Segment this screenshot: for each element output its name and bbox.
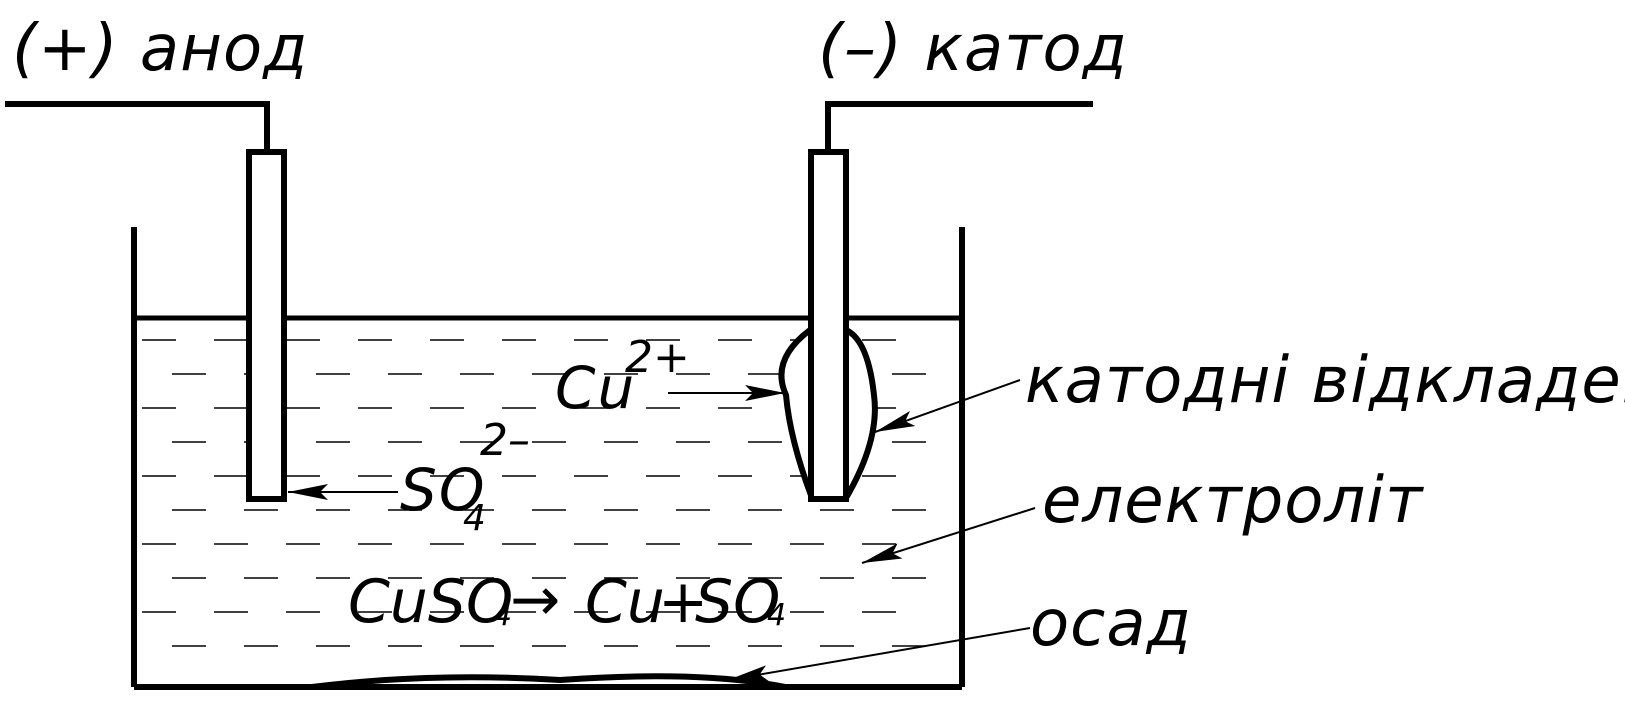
equation-rhs-subscript: 4: [767, 598, 786, 633]
equation-lhs: CuSO: [348, 567, 513, 637]
equation-plus: +: [658, 567, 708, 637]
electrolyte-label: електроліт: [1042, 464, 1424, 538]
so4-ion-subscript: 4: [463, 498, 486, 539]
sediment-leader: [727, 627, 1031, 682]
cathode-wire: [825, 101, 1093, 150]
cu-ion-symbol: Cu: [555, 354, 636, 422]
sediment-shape: [311, 673, 786, 690]
anode-label: (+) анод: [12, 12, 308, 86]
cu-ion-charge: 2+: [625, 332, 690, 383]
equation-rhs-so: SO: [695, 567, 780, 637]
equation-arrow: →: [510, 565, 560, 635]
equation-lhs-subscript: 4: [493, 598, 512, 633]
cathode-electrode: [808, 149, 849, 502]
equation-rhs-cu: Cu: [585, 567, 665, 637]
cathode-deposits-label: катодні відкладення: [1025, 344, 1625, 418]
cathode-deposits-leader: [874, 379, 1021, 433]
anode-electrode: [246, 149, 287, 502]
so4-ion-symbol: SO: [400, 456, 486, 524]
electrolysis-tank: [131, 227, 965, 690]
cathode-label: (–) катод: [818, 12, 1128, 86]
cu-ion: Cu 2+: [555, 332, 690, 422]
electrolyte-leader: [861, 507, 1036, 564]
dissociation-equation: CuSO 4 → Cu + SO 4: [348, 565, 786, 637]
so4-ion: SO 4 2–: [400, 415, 530, 539]
sediment-label: осад: [1030, 587, 1192, 661]
anode-wire: [5, 101, 270, 150]
so4-ion-charge: 2–: [480, 415, 530, 466]
